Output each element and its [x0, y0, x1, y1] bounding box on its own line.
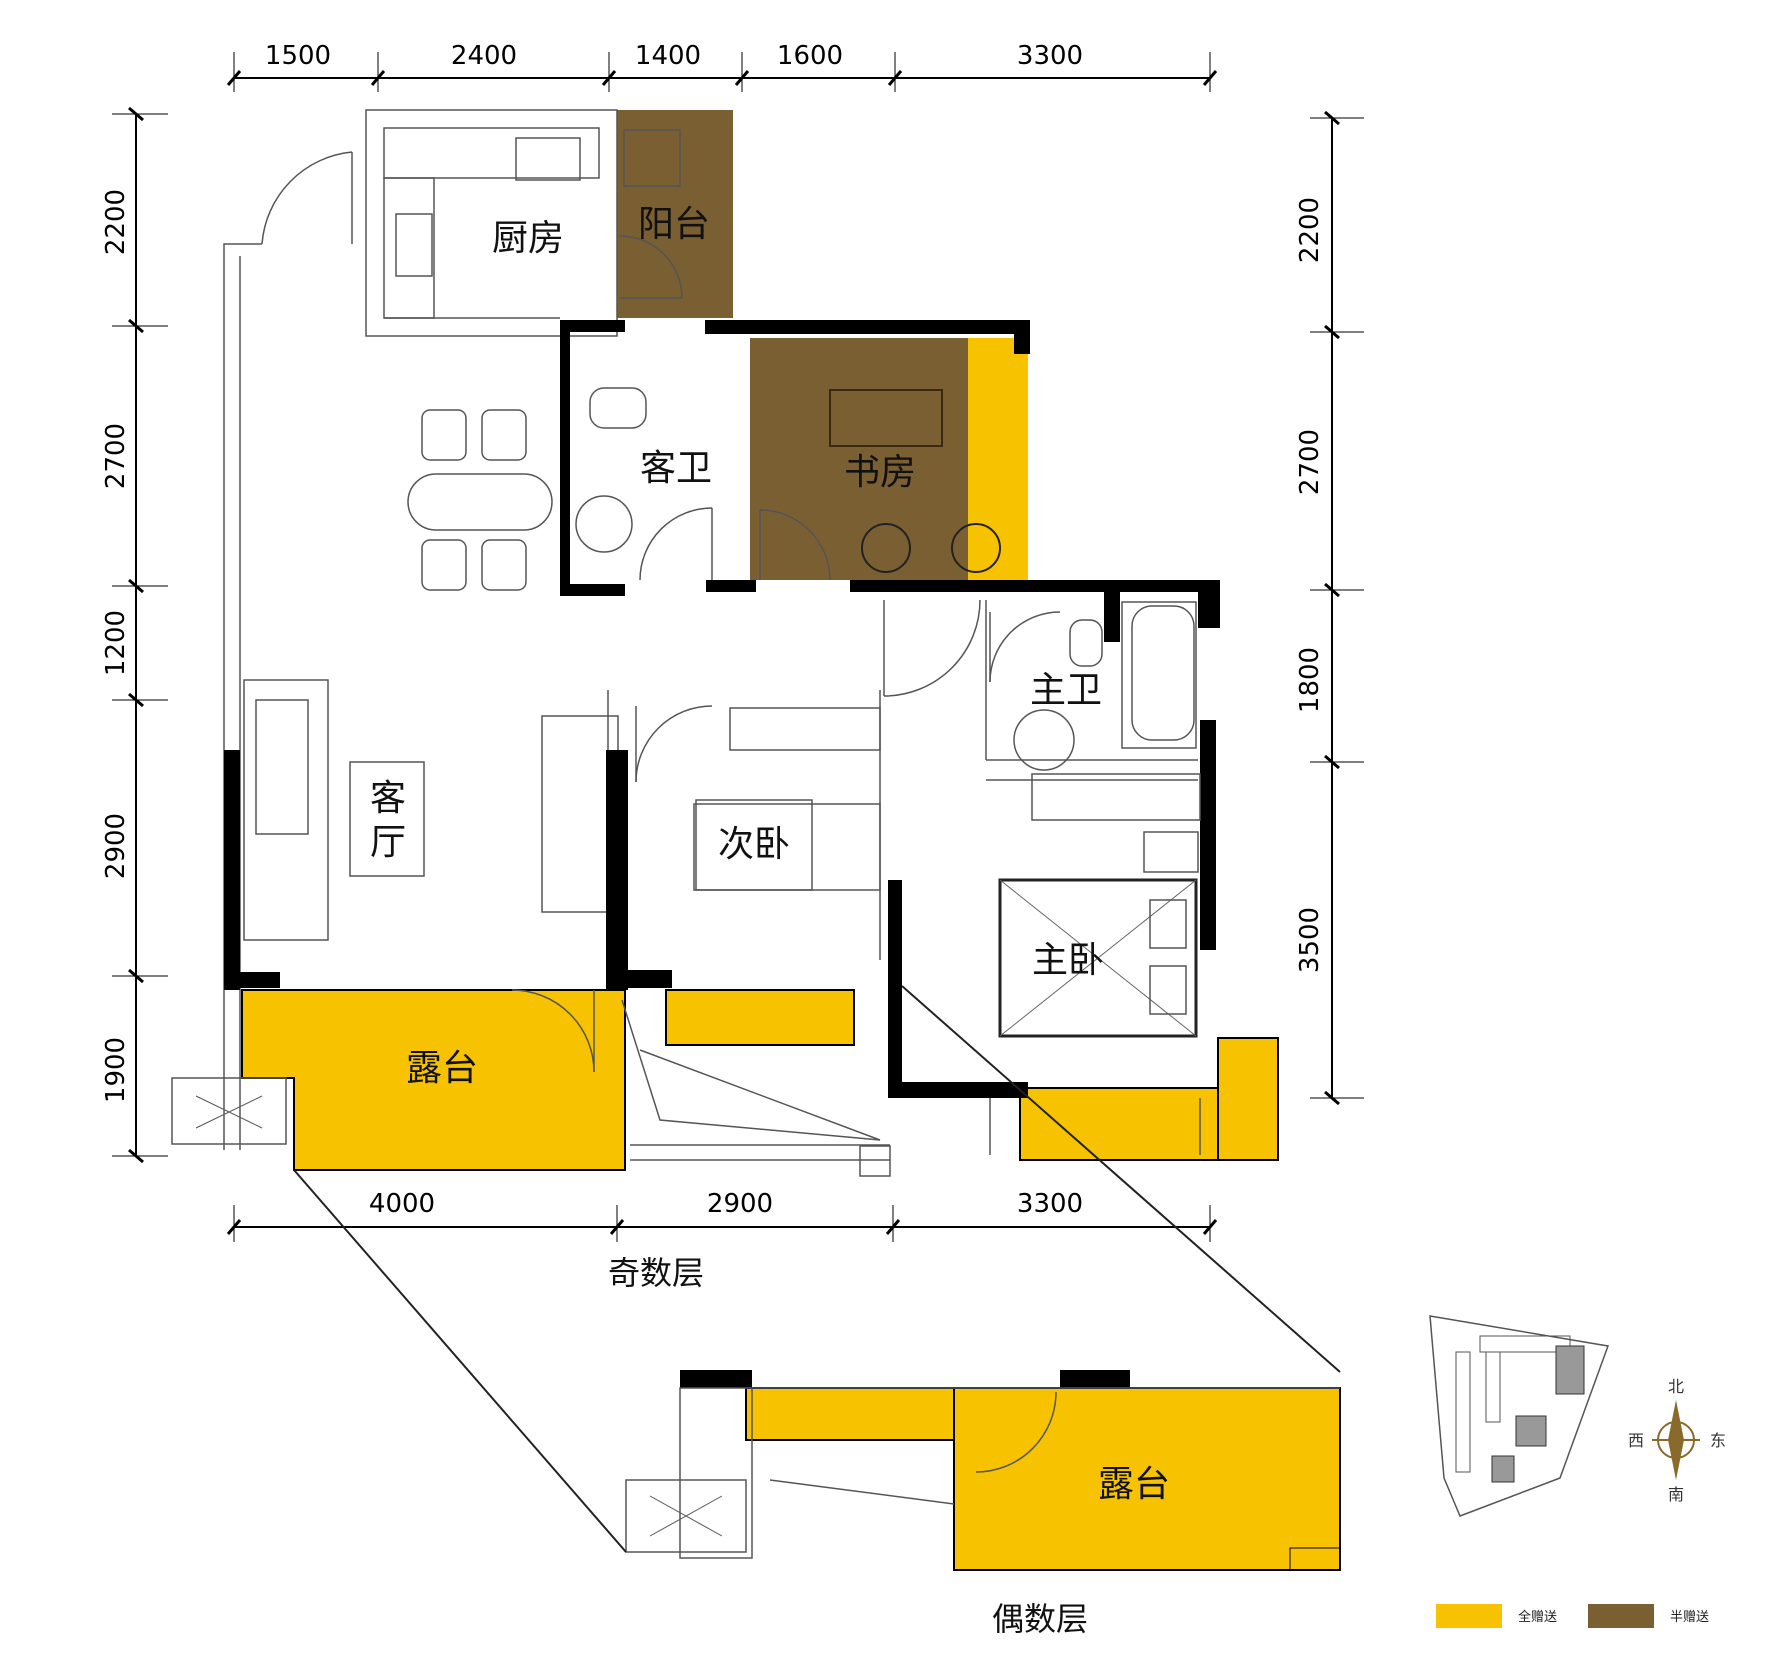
label-living-1: 客: [370, 778, 406, 819]
dim-top-3: 1400: [635, 41, 701, 71]
study-desk: [829, 389, 943, 447]
caption-even-floor: 偶数层: [992, 1600, 1088, 1638]
dim-left-3: 1200: [101, 610, 131, 676]
master-side-bay-fill: [1217, 1037, 1279, 1161]
washing-machine: [623, 129, 681, 187]
top-dimension-line: 1500 2400 1400 1600 3300: [226, 41, 1218, 92]
compass-icon: 北 南 西 东: [1628, 1377, 1726, 1504]
caption-odd-floor: 奇数层: [608, 1254, 704, 1292]
dim-left-2: 2700: [101, 423, 131, 489]
ac-unit-odd: [171, 1077, 287, 1145]
dim-left-1: 2200: [101, 189, 131, 255]
bottom-dimension-line: 4000 2900 3300: [226, 1189, 1218, 1242]
label-study: 书房: [844, 452, 916, 493]
dim-right-3: 1800: [1295, 647, 1325, 713]
dim-right-2: 2700: [1295, 429, 1325, 495]
chair-2: [481, 409, 527, 461]
structural-walls: [224, 320, 1220, 1388]
doors: [511, 235, 1061, 1073]
dim-bottom-1: 4000: [369, 1189, 435, 1219]
gift-areas: [241, 110, 1279, 1171]
label-guest-bath: 客卫: [640, 448, 712, 489]
compass-south: 南: [1668, 1485, 1684, 1504]
site-map: [1429, 1315, 1610, 1517]
compass-north: 北: [1668, 1377, 1684, 1396]
chair-4: [481, 539, 527, 591]
master-bed: [998, 878, 1198, 1038]
furniture: [171, 129, 1201, 1145]
pillow-1: [1149, 899, 1187, 949]
label-kitchen: 厨房: [492, 218, 564, 259]
label-master-bath: 主卫: [1030, 670, 1102, 711]
dim-top-4: 1600: [777, 41, 843, 71]
even-terrace-label: 露台: [1098, 1464, 1170, 1505]
label-terrace: 露台: [406, 1048, 478, 1089]
study-fill: [750, 338, 970, 580]
dim-left-4: 2900: [101, 813, 131, 879]
master-toilet: [1069, 619, 1103, 667]
dim-left-5: 1900: [101, 1037, 131, 1103]
guest-toilet: [589, 387, 647, 429]
dim-top-1: 1500: [265, 41, 331, 71]
study-chair-1: [861, 523, 911, 573]
wardrobe-2: [729, 707, 881, 751]
label-living-2: 厅: [370, 822, 406, 863]
pillow-2: [1149, 965, 1187, 1015]
sofa: [255, 699, 309, 835]
room-labels: 厨房 阳台 客卫 书房 客 厅 次卧 主卫 主卧 露台: [370, 204, 1104, 1089]
left-dimension-line: 2200 2700 1200 2900 1900: [101, 106, 168, 1164]
bedroom2-bay-fill: [665, 989, 855, 1046]
legend-swatch-half: [1588, 1604, 1654, 1628]
legend: 全赠送 半赠送: [1436, 1604, 1709, 1628]
compass-east: 东: [1710, 1431, 1726, 1450]
study-chair-2: [951, 523, 1001, 573]
label-master-bedroom: 主卧: [1032, 940, 1104, 981]
guest-basin: [575, 495, 633, 553]
legend-swatch-full: [1436, 1604, 1502, 1628]
dim-bottom-2: 2900: [707, 1189, 773, 1219]
dining-table: [407, 473, 553, 531]
label-second-bedroom: 次卧: [718, 824, 790, 865]
projection-lines: [293, 985, 1341, 1553]
right-dimension-line: 2200 2700 1800 3500: [1295, 110, 1364, 1106]
bed-2: [695, 799, 813, 891]
wardrobe-master: [1031, 773, 1201, 821]
balcony-fill: [617, 110, 733, 318]
dim-bottom-3: 3300: [1017, 1189, 1083, 1219]
even-floor-plan: 露台: [625, 1387, 1341, 1571]
living-table: [349, 761, 425, 877]
legend-label-full: 全赠送: [1518, 1609, 1557, 1625]
compass-west: 西: [1628, 1431, 1644, 1450]
chair-1: [421, 409, 467, 461]
kitchen-sink: [515, 137, 581, 181]
dim-top-2: 2400: [451, 41, 517, 71]
chair-3: [421, 539, 467, 591]
master-basin: [1013, 709, 1075, 771]
label-balcony: 阳台: [638, 204, 710, 245]
dim-top-5: 3300: [1017, 41, 1083, 71]
study-bay-fill: [968, 338, 1028, 580]
dim-right-1: 2200: [1295, 197, 1325, 263]
bathtub: [1131, 605, 1195, 741]
kitchen-stove: [395, 213, 433, 277]
even-bay-fill: [745, 1387, 955, 1441]
dim-right-4: 3500: [1295, 907, 1325, 973]
legend-label-half: 半赠送: [1670, 1610, 1709, 1625]
